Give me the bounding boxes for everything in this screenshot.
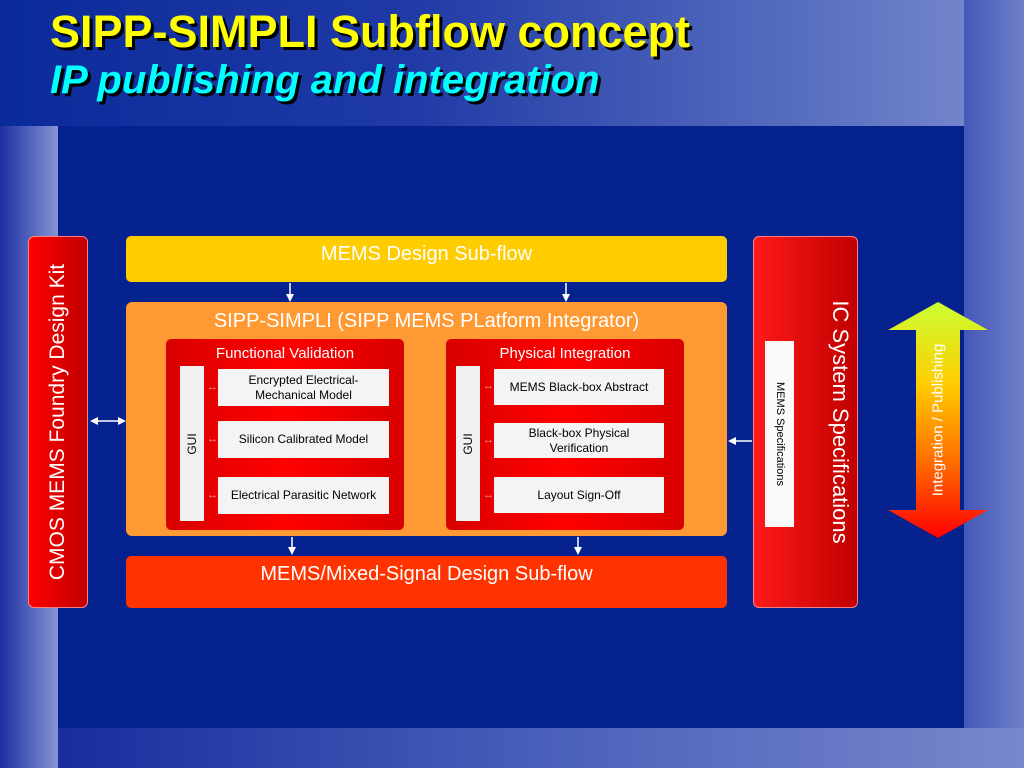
integrator-title: SIPP-SIMPLI (SIPP MEMS PLatform Integrat… [213, 310, 640, 332]
ic-system-spec-label: IC System Specifications [828, 300, 853, 544]
physical-integration-title: Physical Integration [499, 345, 631, 362]
link-arrow-icon: ↔ [207, 381, 218, 393]
functional-item-0: Encrypted Electrical-Mechanical Model [218, 369, 389, 406]
link-arrow-icon: ↔ [207, 489, 218, 501]
functional-gui-label: GUI [185, 432, 199, 455]
physical-gui-label: GUI [461, 432, 475, 455]
link-arrow-icon: ↔ [483, 380, 494, 392]
integration-publishing-label: Integration / Publishing [929, 343, 947, 497]
right-decor-strip [964, 0, 1024, 768]
mixed-signal-subflow-bar: MEMS/Mixed-Signal Design Sub-flow [126, 556, 727, 608]
foundry-kit-panel: CMOS MEMS Foundry Design Kit [28, 236, 88, 608]
footer-band [58, 728, 1024, 768]
slide-title: SIPP-SIMPLI Subflow concept [50, 6, 691, 57]
functional-validation-title: Functional Validation [215, 345, 355, 362]
physical-item-0: MEMS Black-box Abstract [494, 369, 664, 405]
header-band [0, 0, 1024, 126]
link-arrow-icon: ↔ [207, 433, 218, 445]
functional-gui-panel: GUI [180, 366, 204, 521]
physical-item-1: Black-box Physical Verification [494, 423, 664, 458]
physical-item-2: Layout Sign-Off [494, 477, 664, 513]
link-arrow-icon: ↔ [483, 489, 494, 501]
slide-subtitle: IP publishing and integration [50, 58, 600, 102]
mems-spec-box: MEMS Specifications [765, 341, 794, 527]
mems-design-subflow-bar: MEMS Design Sub-flow [126, 236, 727, 282]
functional-item-1: Silicon Calibrated Model [218, 421, 389, 458]
functional-item-2: Electrical Parasitic Network [218, 477, 389, 514]
integration-publishing-arrow [888, 302, 988, 538]
physical-gui-panel: GUI [456, 366, 480, 521]
foundry-kit-label: CMOS MEMS Foundry Design Kit [46, 263, 69, 581]
mems-spec-label: MEMS Specifications [773, 382, 786, 486]
link-arrow-icon: ↔ [483, 434, 494, 446]
